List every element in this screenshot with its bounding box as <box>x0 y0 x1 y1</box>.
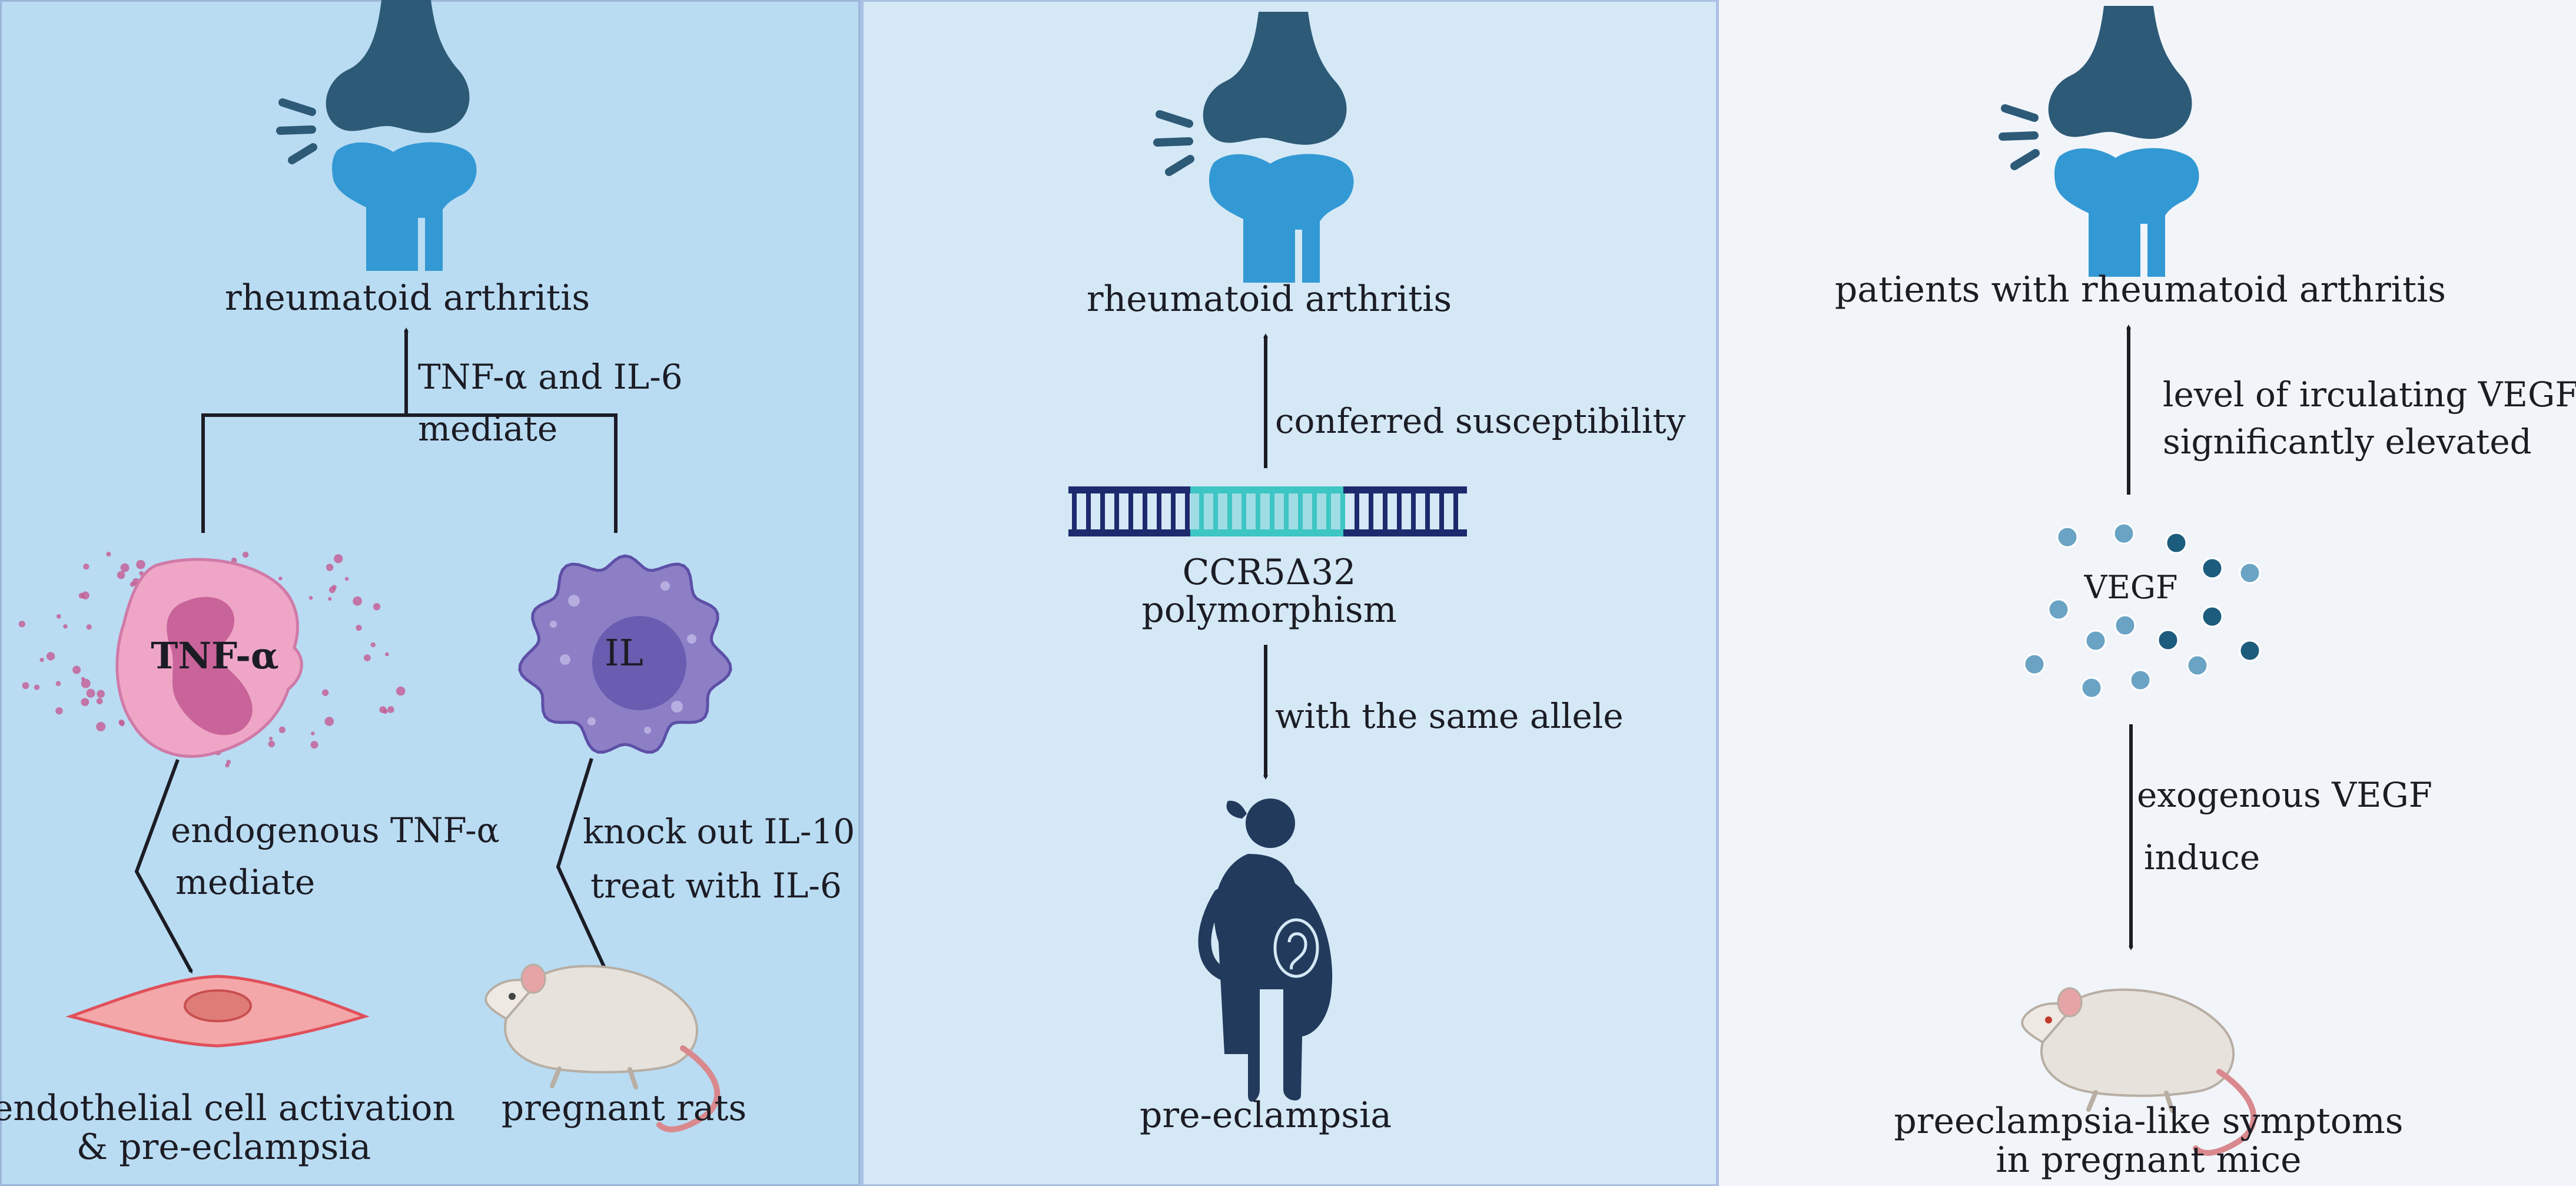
il-cell-label: IL <box>605 631 643 674</box>
cell-nucleus <box>592 616 686 710</box>
arrow-tnf-to-endothelial <box>134 758 193 974</box>
down-line2: induce <box>2144 837 2260 877</box>
down-line1: exogenous VEGF <box>2137 775 2432 815</box>
right-path-line1: knock out IL-10 <box>583 811 855 852</box>
panel2-title: rheumatoid arthritis <box>1087 279 1452 320</box>
down-label: with the same allele <box>1275 696 1624 736</box>
left-outcome-line2: & pre-eclampsia <box>77 1127 371 1168</box>
branch-connector <box>201 413 618 533</box>
gene-line2: polymorphism <box>1141 589 1396 631</box>
arrow-il-to-rats <box>556 758 608 974</box>
left-path-line1: endogenous TNF-α <box>171 810 500 850</box>
panel1-title: rheumatoid arthritis <box>225 277 590 319</box>
nucleus-shape <box>167 597 253 736</box>
molecule-label: VEGF <box>2083 569 2177 606</box>
tnf-cell-label: TNF-α <box>151 634 278 677</box>
rat-icon <box>484 963 721 1132</box>
dna-icon <box>1068 486 1467 536</box>
right-path-line2: treat with IL-6 <box>590 866 842 906</box>
mouse-icon <box>2021 987 2257 1156</box>
panel-left: rheumatoid arthritis TNF-α and IL-6 medi… <box>0 0 855 1168</box>
neutrophil-cell-icon <box>18 551 406 768</box>
up-label: conferred susceptibility <box>1275 401 1686 441</box>
endothelial-cell-icon <box>65 975 370 1048</box>
right-outcome: pregnant rats <box>502 1088 747 1129</box>
macrophage-cell-icon <box>518 554 732 754</box>
left-path-line2: mediate <box>175 862 315 902</box>
gene-line1: CCR5Δ32 <box>1183 552 1356 593</box>
panel-right: patients with rheumatoid arthritis level… <box>1835 6 2576 1181</box>
panel-middle: rheumatoid arthritis conferred susceptib… <box>1068 12 1686 1136</box>
outcome-line1: preeclampsia-like symptoms <box>1894 1101 2403 1142</box>
panel3-title: patients with rheumatoid arthritis <box>1835 269 2446 310</box>
mediator-label-line2: mediate <box>418 409 557 449</box>
mediator-label-line1: TNF-α and IL-6 <box>418 357 683 397</box>
left-outcome-line1: endothelial cell activation <box>0 1088 455 1129</box>
up-line2: significantly elevated <box>2163 422 2532 462</box>
up-line1: level of irculating VEGF <box>2163 375 2576 415</box>
outcome-line2: in pregnant mice <box>1996 1139 2301 1181</box>
pregnant-woman-icon <box>1198 799 1333 1102</box>
vegf-molecules-icon <box>2023 522 2261 699</box>
panel2-outcome: pre-eclampsia <box>1140 1095 1392 1136</box>
